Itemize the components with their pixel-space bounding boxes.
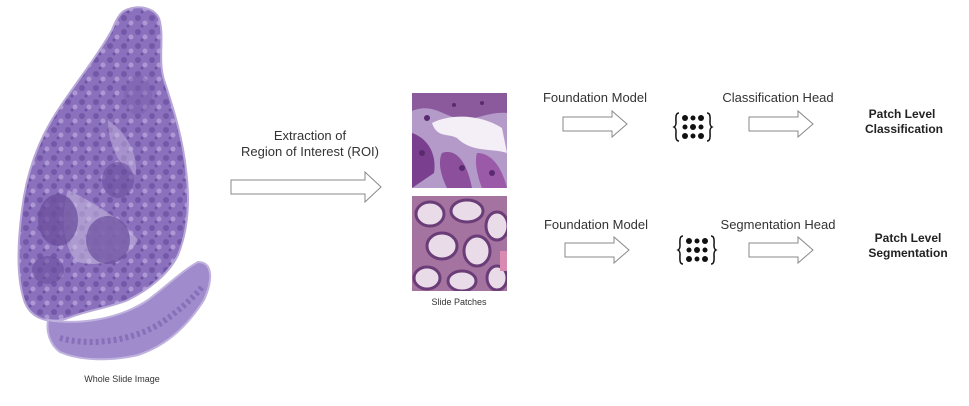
whole-slide-image	[17, 6, 212, 361]
slide-patch-2	[412, 196, 507, 291]
roi-label-line2: Region of Interest (ROI)	[241, 144, 379, 159]
patches-caption: Slide Patches	[431, 297, 487, 307]
row2-foundation-model-label: Foundation Model	[543, 217, 649, 232]
row2-output-line1: Patch Level	[874, 231, 942, 245]
slide-patch-1	[412, 93, 507, 188]
roi-arrow	[230, 170, 382, 204]
row2-model-arrow	[564, 235, 630, 265]
row1-output-line1: Patch Level	[868, 107, 936, 121]
row1-embedding-vector-icon	[672, 112, 714, 142]
wsi-caption: Whole Slide Image	[84, 374, 160, 384]
row2-output-line2: Segmentation	[868, 246, 948, 260]
row2-embedding-vector-icon	[676, 235, 718, 265]
row2-segmentation-head-label: Segmentation Head	[720, 217, 836, 232]
row2-head-arrow	[748, 235, 814, 265]
row1-output-line2: Classification	[864, 122, 944, 136]
row1-classification-head-label: Classification Head	[722, 90, 834, 105]
row1-model-arrow	[562, 109, 628, 139]
row1-foundation-model-label: Foundation Model	[542, 90, 648, 105]
roi-label-line1: Extraction of	[273, 128, 347, 143]
row1-head-arrow	[748, 109, 814, 139]
